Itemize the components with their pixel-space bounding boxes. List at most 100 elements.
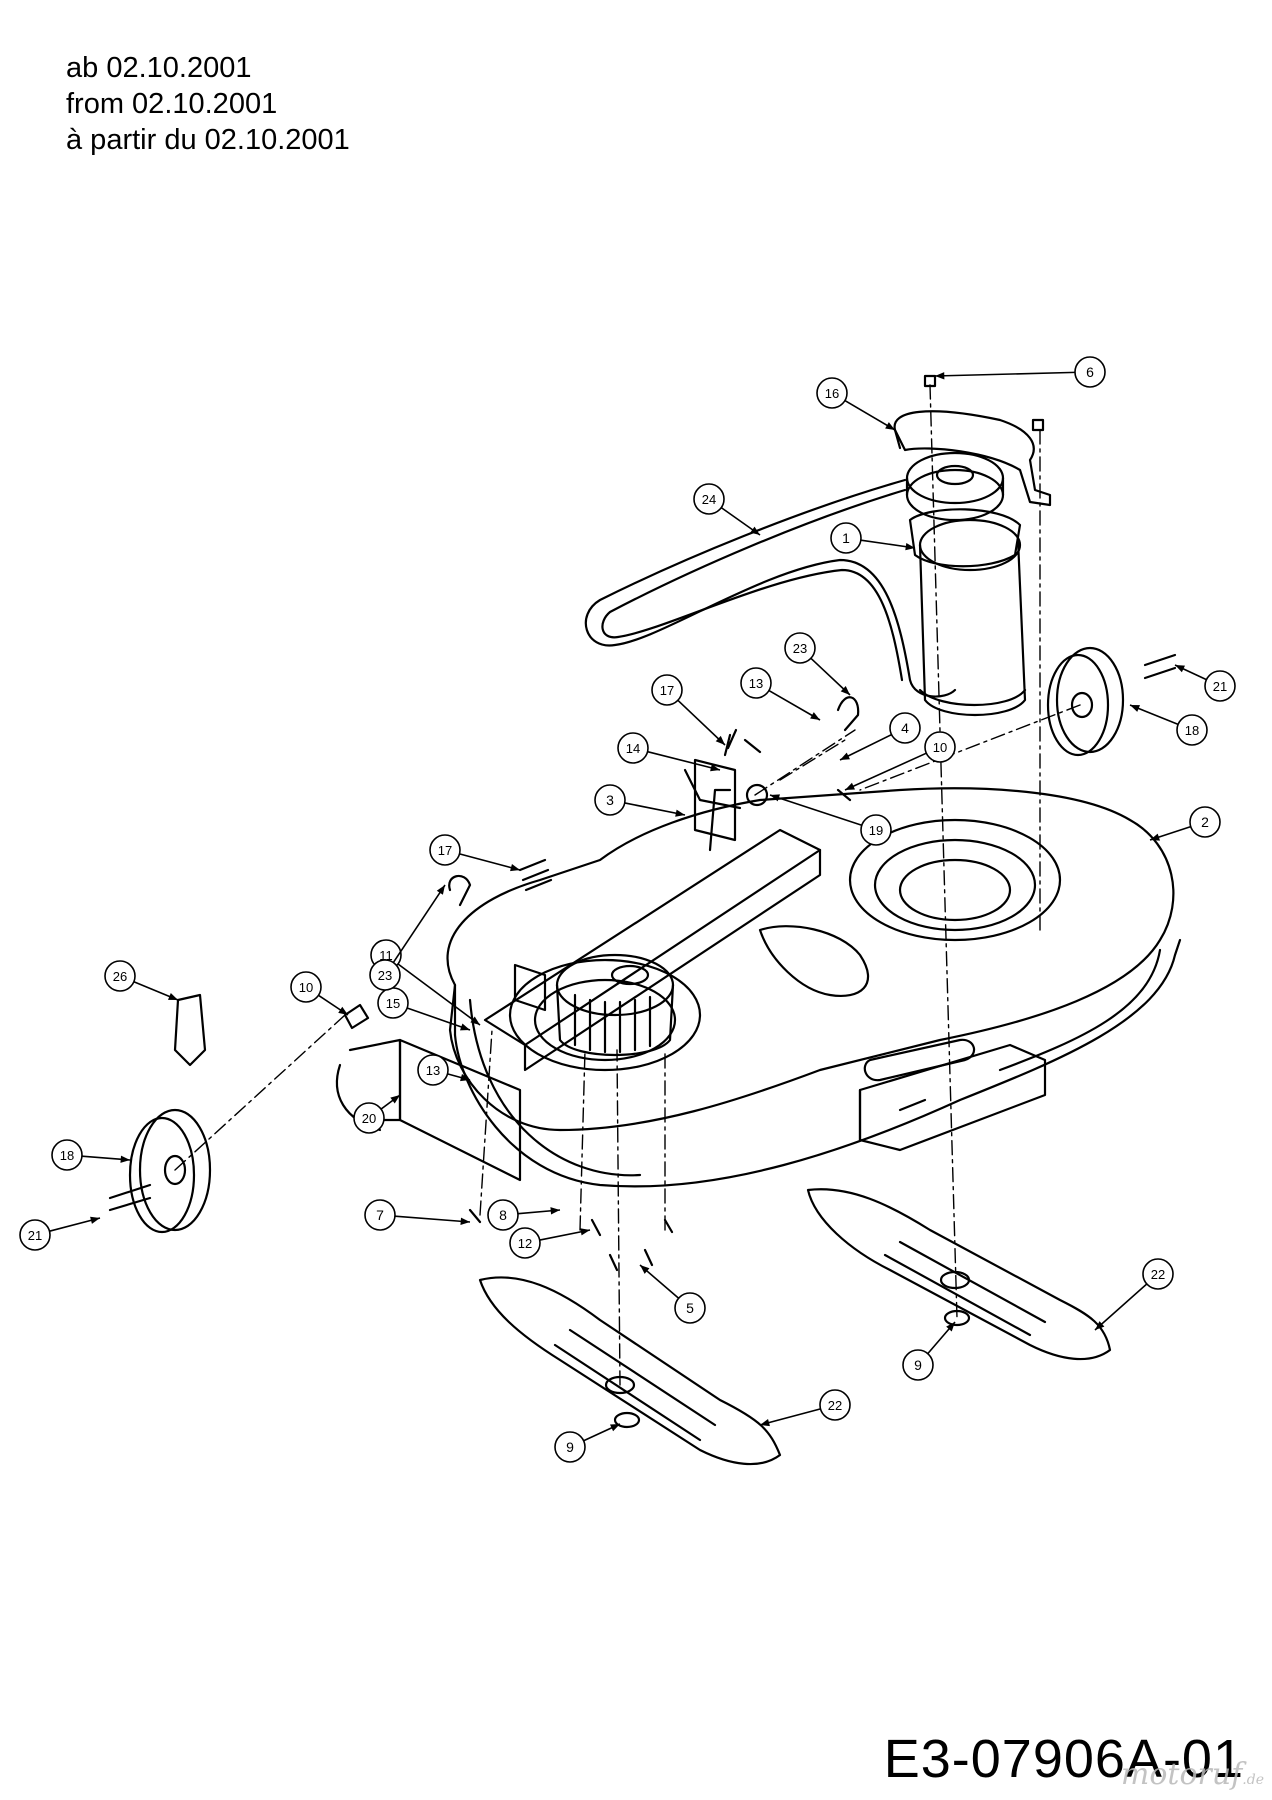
callout-bubble (417, 1054, 449, 1086)
callout-c10b: 10 (844, 731, 956, 791)
callout-c13a: 13 (740, 667, 821, 721)
callout-c16: 16 (816, 377, 896, 431)
leader-line (934, 371, 1076, 377)
callout-number: 20 (362, 1111, 376, 1126)
callout-number: 18 (60, 1148, 74, 1163)
callout-c3: 3 (594, 784, 686, 817)
leader-arrowhead (338, 1006, 348, 1015)
wheel-left (108, 1108, 212, 1234)
left-spindle-housing (555, 953, 675, 1057)
blade-left (478, 1276, 782, 1466)
callout-bubble (1176, 714, 1208, 746)
callout-c2: 2 (1149, 806, 1221, 841)
leader-arrowhead (710, 764, 720, 772)
callout-number: 7 (376, 1207, 384, 1223)
callout-number: 17 (660, 683, 674, 698)
callout-c9a: 9 (902, 1321, 956, 1381)
leader-arrowhead (946, 1322, 955, 1332)
callout-bubble (353, 1102, 385, 1134)
deck-housing (335, 787, 1182, 1188)
callout-c14: 14 (617, 732, 721, 772)
leader-line (647, 750, 721, 771)
callout-number: 13 (426, 1063, 440, 1078)
leader-arrowhead (675, 809, 685, 817)
callout-number: 21 (28, 1228, 42, 1243)
callout-number: 18 (1185, 723, 1199, 738)
callout-c20: 20 (353, 1094, 401, 1134)
spindle-assembly (908, 508, 1027, 716)
leader-line (677, 699, 726, 746)
callout-bubble (617, 732, 649, 764)
leader-arrowhead (1150, 833, 1160, 841)
leader-line (406, 1007, 471, 1031)
callout-c4: 4 (839, 712, 921, 761)
callout-c22a: 22 (759, 1389, 851, 1427)
callout-bubble (369, 959, 401, 991)
leader-arrowhead (715, 735, 725, 745)
leader-arrowhead (460, 1023, 470, 1031)
leader-arrowhead (90, 1216, 100, 1224)
callout-c10a: 10 (290, 971, 349, 1016)
leader-line (394, 1215, 471, 1223)
callout-bubble (924, 731, 956, 763)
callout-c18a: 18 (51, 1139, 131, 1171)
leader-line (839, 733, 892, 761)
leader-line (624, 802, 686, 816)
callout-number: 23 (378, 968, 392, 983)
leader-arrowhead (460, 1217, 470, 1225)
belt-guard-bracket (893, 410, 1052, 507)
callout-bubble (889, 712, 921, 744)
leader-arrowhead (840, 685, 850, 695)
callout-number: 14 (626, 741, 640, 756)
leader-line (844, 752, 927, 791)
date-line-german: ab 02.10.2001 (66, 52, 252, 84)
callout-number: 16 (825, 386, 839, 401)
leader-arrowhead (750, 526, 760, 535)
leader-arrowhead (935, 372, 945, 380)
callout-bubble (429, 834, 461, 866)
callout-bubble (19, 1219, 51, 1251)
leader-line (397, 963, 481, 1026)
callout-bubble (1142, 1258, 1174, 1290)
callout-number: 26 (113, 969, 127, 984)
callout-c23a: 23 (784, 632, 851, 696)
callout-c17b: 17 (429, 834, 521, 872)
blade-right (806, 1188, 1112, 1361)
callout-bubble (693, 483, 725, 515)
v-belt (584, 478, 957, 698)
alignment-lines (174, 384, 1081, 1386)
leader-line (844, 399, 896, 431)
callout-c13b: 13 (417, 1054, 471, 1086)
callout-c21a: 21 (19, 1216, 101, 1251)
callout-number: 15 (386, 996, 400, 1011)
leader-arrowhead (436, 885, 445, 895)
callout-c21b: 21 (1174, 664, 1236, 702)
pulley (905, 451, 1005, 522)
callout-bubble (830, 522, 862, 554)
callout-bubble (674, 1292, 706, 1324)
callout-bubble (51, 1139, 83, 1171)
leader-arrowhead (770, 794, 780, 802)
callout-number: 24 (702, 492, 716, 507)
callout-bubble (816, 377, 848, 409)
callout-number: 13 (749, 676, 763, 691)
leader-arrowhead (510, 864, 520, 872)
leader-arrowhead (610, 1424, 620, 1432)
leader-arrowhead (580, 1228, 590, 1236)
callout-bubble (1189, 806, 1221, 838)
callout-c9b: 9 (554, 1423, 621, 1463)
callout-number: 10 (933, 740, 947, 755)
wheel-right (1046, 646, 1177, 757)
callout-number: 8 (499, 1207, 507, 1223)
leader-arrowhead (1175, 665, 1185, 673)
callout-c17a: 17 (651, 674, 726, 746)
callout-number: 23 (793, 641, 807, 656)
callout-bubble (487, 1199, 519, 1231)
callout-c5: 5 (639, 1264, 706, 1324)
callout-bubble (364, 1199, 396, 1231)
leader-arrowhead (1130, 705, 1140, 712)
callout-bubble (554, 1431, 586, 1463)
callout-bubble (509, 1227, 541, 1259)
callout-c7: 7 (364, 1199, 471, 1231)
